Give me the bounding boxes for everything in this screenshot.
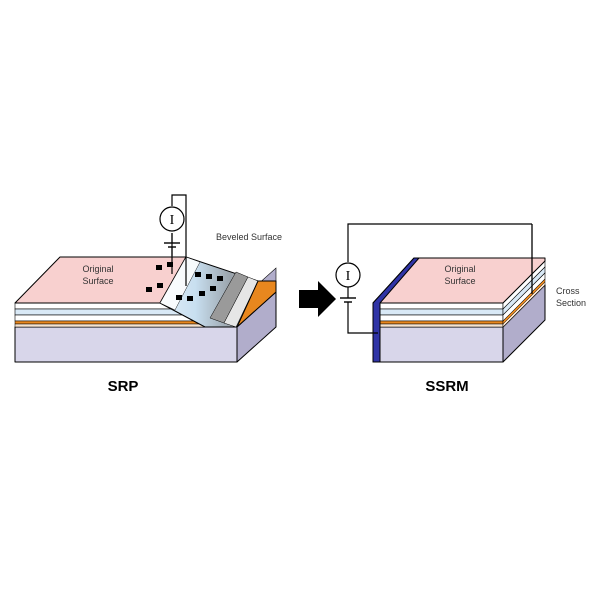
ssrm-side-layers xyxy=(502,260,546,328)
srp-ammeter-symbol: I xyxy=(170,213,175,228)
right-arrow-icon xyxy=(299,281,336,317)
ssrm-cross-section-face xyxy=(372,257,420,363)
beveled-surface-label: Beveled Surface xyxy=(216,232,282,242)
srp-battery-icon xyxy=(164,233,180,256)
ssrm-substrate-front xyxy=(372,326,504,363)
ssrm-original-surface-label-1: Original xyxy=(444,264,475,274)
cross-section-label-1: Cross xyxy=(556,286,580,296)
cross-section-label-2: Section xyxy=(556,298,586,308)
ssrm-title: SSRM xyxy=(425,378,468,395)
srp-ammeter-icon xyxy=(159,206,185,232)
srp-original-surface-label-1: Original xyxy=(82,264,113,274)
srp-orange-layer xyxy=(236,280,277,328)
srp-probe-dots xyxy=(146,262,223,301)
srp-title: SRP xyxy=(108,378,139,395)
ssrm-original-surface-label-2: Surface xyxy=(444,276,475,286)
ssrm-circuit xyxy=(347,223,532,334)
srp-block: I Original Surface Beveled Surface SRP xyxy=(14,194,282,395)
srp-bevel-white-band xyxy=(159,256,201,311)
ssrm-battery-icon xyxy=(340,287,356,310)
ssrm-ammeter-symbol: I xyxy=(346,269,351,284)
ssrm-front-layers xyxy=(372,302,504,328)
srp-substrate-front xyxy=(14,326,238,363)
ssrm-block: I Original Surface Cross Section SSRM xyxy=(335,223,586,395)
srp-original-surface-label-2: Surface xyxy=(82,276,113,286)
